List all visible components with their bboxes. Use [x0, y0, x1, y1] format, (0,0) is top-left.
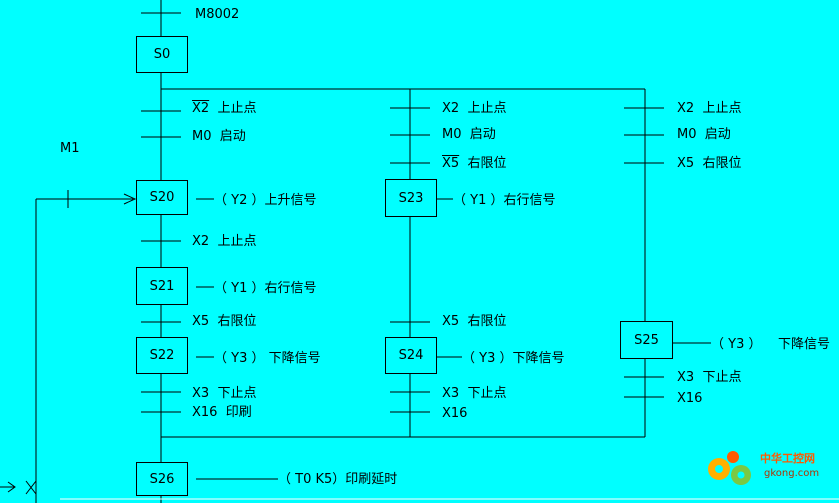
action-s25-text: 下降信号 [778, 337, 831, 352]
gear-icon [708, 451, 751, 485]
step-s0: S0 [136, 36, 188, 73]
transition-s23-x5: X5 右限位 [442, 314, 507, 329]
transition-s25-x16: X16 [677, 391, 703, 406]
action-s20: （ Y2 ）上升信号 [214, 193, 317, 208]
action-s26: （ T0 K5）印刷延时 [278, 472, 398, 487]
transition-b3-x5: X5 右限位 [677, 156, 742, 171]
gkong-logo [708, 451, 751, 485]
transition-s22-x3: X3 下止点 [192, 386, 257, 401]
transition-b3-m0: M0 启动 [677, 127, 731, 142]
action-s24: （ Y3 ）下降信号 [462, 351, 565, 366]
step-s26: S26 [136, 462, 188, 496]
logo-sub: gkong.com [764, 468, 820, 479]
initial-condition-label: M8002 [195, 7, 240, 22]
step-s24: S24 [385, 337, 437, 374]
step-s23: S23 [385, 179, 437, 217]
action-s22: （ Y3 ） 下降信号 [214, 351, 321, 366]
transition-s20-x2: X2 上止点 [192, 234, 257, 249]
transition-s24-x3: X3 下止点 [442, 386, 507, 401]
transition-b2-m0: M0 启动 [442, 127, 496, 142]
m1-label: M1 [60, 141, 80, 156]
logo-text: 中华工控网 [760, 452, 815, 465]
action-s23: （ Y1 ）右行信号 [453, 193, 556, 208]
transition-b1-m0: M0 启动 [192, 129, 246, 144]
transition-s25-x3: X3 下止点 [677, 370, 742, 385]
transition-b3-x2: X2 上止点 [677, 101, 742, 116]
transition-s21-x5: X5 右限位 [192, 314, 257, 329]
transition-b2-x2: X2 上止点 [442, 101, 507, 116]
step-s20: S20 [136, 180, 188, 215]
transition-b1-x2: X2 上止点 [192, 101, 257, 116]
action-s25-coil: （ Y3 ） [711, 337, 762, 352]
step-s21: S21 [136, 267, 188, 305]
transition-s24-x16: X16 [442, 406, 468, 421]
action-s21: （ Y1 ）右行信号 [214, 281, 317, 296]
transition-s22-x16: X16 印刷 [192, 405, 252, 420]
step-s22: S22 [136, 337, 188, 374]
step-s25: S25 [620, 321, 673, 359]
transition-b2-x5: X5 右限位 [442, 156, 507, 171]
